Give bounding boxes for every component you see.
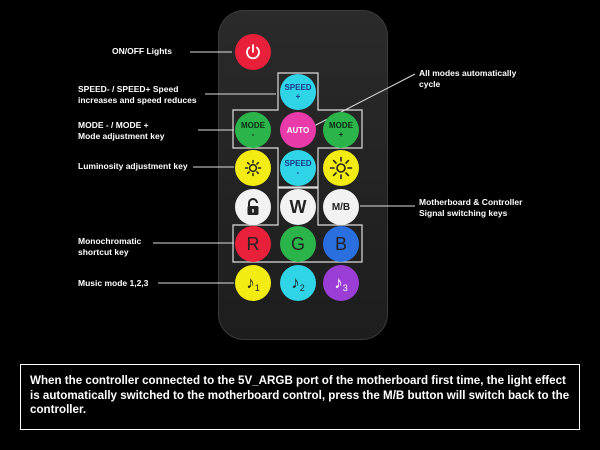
music-note-icon: ♪ <box>291 273 300 292</box>
callout-mono-line2: shortcut key <box>78 247 129 257</box>
lock-button[interactable] <box>235 189 271 225</box>
auto-label: AUTO <box>286 125 310 135</box>
mode-speed-outline <box>232 72 363 188</box>
blue-label: B <box>334 233 347 254</box>
music-1-label: 1 <box>254 282 260 293</box>
callout-mode: MODE - / MODE + Mode adjustment key <box>78 120 164 142</box>
mode-minus-button[interactable]: MODE - <box>235 112 271 148</box>
music-2-label: 2 <box>299 282 305 293</box>
mode-plus-label: MODE <box>329 121 353 130</box>
mb-label: M/B <box>331 201 351 213</box>
power-icon <box>246 44 260 60</box>
red-button[interactable]: R <box>235 226 271 262</box>
callout-music: Music mode 1,2,3 <box>78 278 149 288</box>
callout-mode-line1: MODE - / MODE + <box>78 120 149 130</box>
music-mode-2-button[interactable]: ♪2 <box>280 265 316 301</box>
red-label: R <box>246 233 260 254</box>
info-note-text: When the controller connected to the 5V_… <box>30 374 570 416</box>
callout-mode-line2: Mode adjustment key <box>78 131 165 141</box>
callout-auto-line2: cycle <box>419 79 441 89</box>
callout-mb-line1: Motherboard & Controller <box>419 197 523 207</box>
callout-speed-line1: SPEED- / SPEED+ Speed <box>78 84 179 94</box>
mb-button[interactable]: M/B <box>323 189 359 225</box>
green-button[interactable]: G <box>280 226 316 262</box>
speed-plus-sign: + <box>295 92 301 101</box>
music-mode-3-button[interactable]: ♪3 <box>323 265 359 301</box>
music-mode-1-button[interactable]: ♪1 <box>235 265 271 301</box>
callout-luminosity: Luminosity adjustment key <box>78 161 188 171</box>
auto-button[interactable]: AUTO <box>280 112 316 148</box>
speed-minus-label: SPEED <box>284 159 312 168</box>
brightness-down-button[interactable] <box>235 150 271 186</box>
blue-button[interactable]: B <box>323 226 359 262</box>
music-3-label: 3 <box>342 282 348 293</box>
brightness-up-button[interactable] <box>323 150 359 186</box>
callout-onoff: ON/OFF Lights <box>112 46 172 56</box>
music-note-icon: ♪ <box>334 273 343 292</box>
callout-auto-line1: All modes automatically <box>419 68 517 78</box>
callout-speed-line2: increases and speed reduces <box>78 95 197 105</box>
mode-plus-button[interactable]: MODE + <box>323 112 359 148</box>
sun-small-icon <box>244 159 262 177</box>
mode-minus-sign: - <box>251 130 255 139</box>
callout-mb: Motherboard & Controller Signal switchin… <box>419 197 522 219</box>
music-note-icon: ♪ <box>246 273 255 292</box>
speed-minus-sign: - <box>296 168 300 177</box>
speed-plus-button[interactable]: SPEED + <box>280 74 316 110</box>
callout-speed: SPEED- / SPEED+ Speed increases and spee… <box>78 84 197 106</box>
lock-icon <box>247 198 259 215</box>
green-label: G <box>290 233 305 254</box>
speed-plus-label: SPEED <box>284 83 312 92</box>
mode-minus-label: MODE <box>241 121 265 130</box>
power-button[interactable] <box>235 34 271 70</box>
white-label: W <box>289 196 307 217</box>
callout-mono-line1: Monochromatic <box>78 236 142 246</box>
callout-mb-line2: Signal switching keys <box>419 208 508 218</box>
callout-mono: Monochromatic shortcut key <box>78 236 141 258</box>
rgb-outline <box>232 187 363 263</box>
sun-large-icon <box>329 156 353 180</box>
speed-minus-button[interactable]: SPEED - <box>280 150 316 186</box>
callout-auto: All modes automatically cycle <box>419 68 516 90</box>
info-note: When the controller connected to the 5V_… <box>20 364 580 430</box>
mode-plus-sign: + <box>338 130 344 139</box>
white-button[interactable]: W <box>280 189 316 225</box>
